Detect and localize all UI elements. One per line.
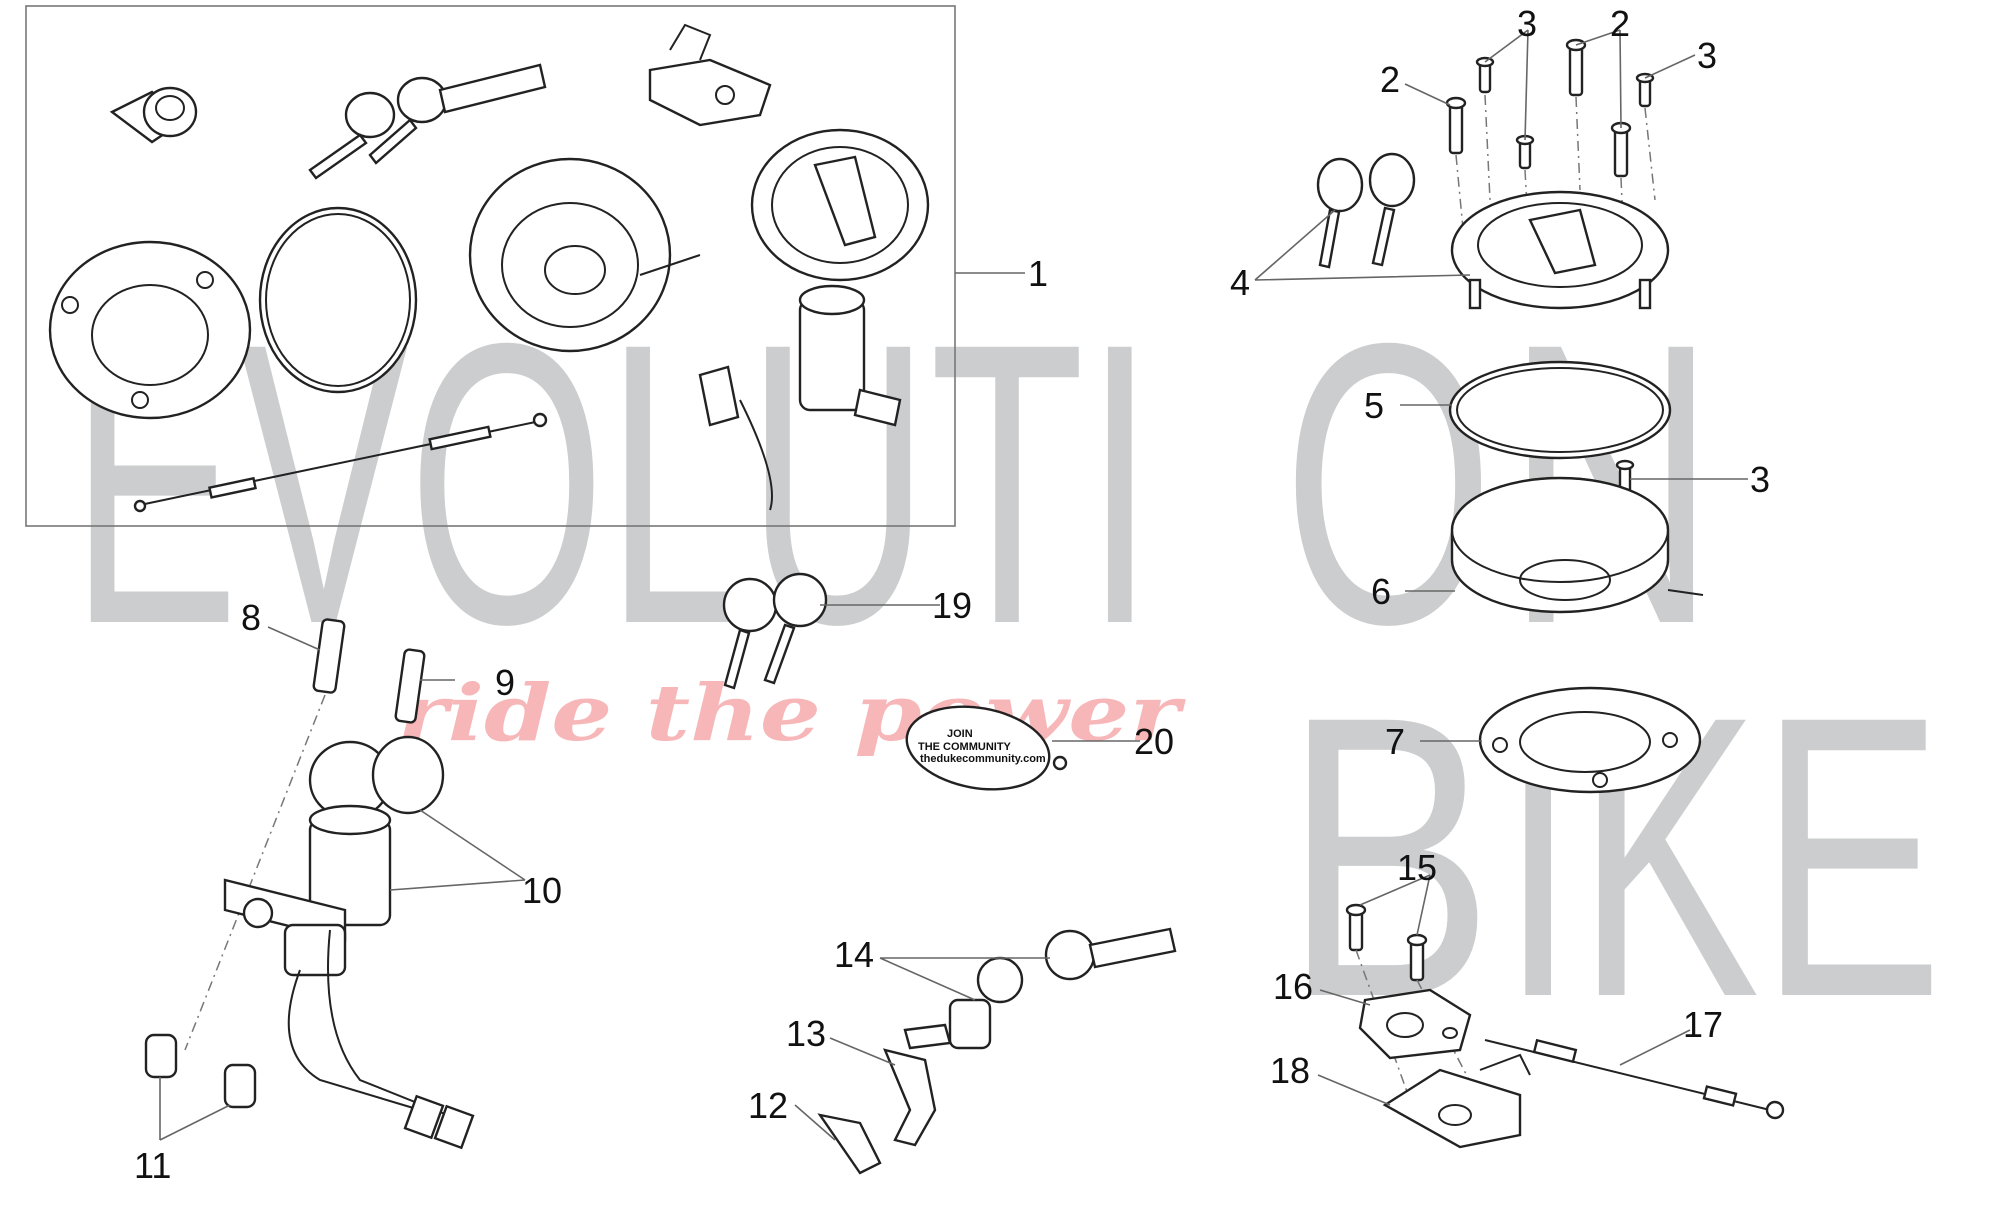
label-3b: 3 — [1697, 35, 1717, 76]
label-20: 20 — [1134, 721, 1174, 762]
label-10: 10 — [522, 870, 562, 911]
kit-key-set — [308, 63, 547, 180]
label-12: 12 — [748, 1085, 788, 1126]
part-pin-8 — [184, 618, 346, 1051]
part-spacer-16 — [1358, 988, 1472, 1060]
part-o-ring-5 — [1448, 360, 1672, 460]
label-16: 16 — [1273, 966, 1313, 1007]
part-fuel-cap — [1450, 190, 1670, 310]
kit-cap-base — [468, 157, 701, 353]
label-17: 17 — [1683, 1004, 1723, 1045]
tag-text-line2: THE COMMUNITY — [918, 741, 1012, 753]
kit-ignition-switch — [698, 284, 902, 511]
part-cap-base-6 — [1450, 459, 1704, 614]
label-18: 18 — [1270, 1050, 1310, 1091]
kit-seat-latch — [648, 23, 772, 127]
part-ignition-switch-10 — [223, 735, 475, 1150]
watermark-o: O — [1283, 260, 1494, 707]
label-7: 7 — [1385, 721, 1405, 762]
label-5: 5 — [1364, 385, 1384, 426]
label-6: 6 — [1371, 571, 1391, 612]
part-lock-14 — [903, 927, 1177, 1050]
label-11: 11 — [134, 1145, 171, 1186]
part-cable-17 — [1484, 1038, 1785, 1120]
label-4: 4 — [1230, 262, 1250, 303]
label-8: 8 — [241, 597, 261, 638]
tag-text-line3: thedukecommunity.com — [920, 753, 1046, 765]
kit-small-lock — [109, 86, 198, 144]
label-9: 9 — [495, 662, 515, 703]
kit-o-ring — [258, 206, 418, 394]
part-rubber-11 — [144, 1033, 257, 1109]
watermark-tagline: ride the power — [397, 668, 1186, 759]
part-bolt-9 — [394, 648, 426, 724]
part-clip-12 — [817, 1113, 882, 1175]
label-19: 19 — [932, 585, 972, 626]
part-keys-19 — [722, 572, 828, 690]
kit-fuel-cap — [750, 128, 930, 282]
label-15: 15 — [1397, 847, 1437, 888]
leader-lines — [159, 29, 1748, 1141]
label-1: 1 — [1028, 253, 1048, 294]
part-gasket-plate-7 — [1478, 686, 1702, 794]
part-keys-4 — [1316, 152, 1416, 269]
label-2b: 2 — [1610, 3, 1630, 44]
part-labels: 1 2 2 3 3 3 4 5 6 7 8 9 10 11 12 13 14 1… — [134, 3, 1770, 1186]
part-tag-20: JOIN THE COMMUNITY thedukecommunity.com — [905, 705, 1068, 791]
label-14: 14 — [834, 934, 874, 975]
label-2a: 2 — [1380, 59, 1400, 100]
kit-cable — [133, 412, 548, 513]
label-3c: 3 — [1750, 459, 1770, 500]
tag-text-line1: JOIN — [947, 728, 973, 740]
part-latch-18 — [1382, 1053, 1531, 1149]
kit-outline-box — [25, 5, 956, 527]
part-bracket-13 — [882, 1048, 937, 1147]
label-3a: 3 — [1517, 3, 1537, 44]
kit-gasket-plate — [48, 240, 252, 420]
label-13: 13 — [786, 1013, 826, 1054]
